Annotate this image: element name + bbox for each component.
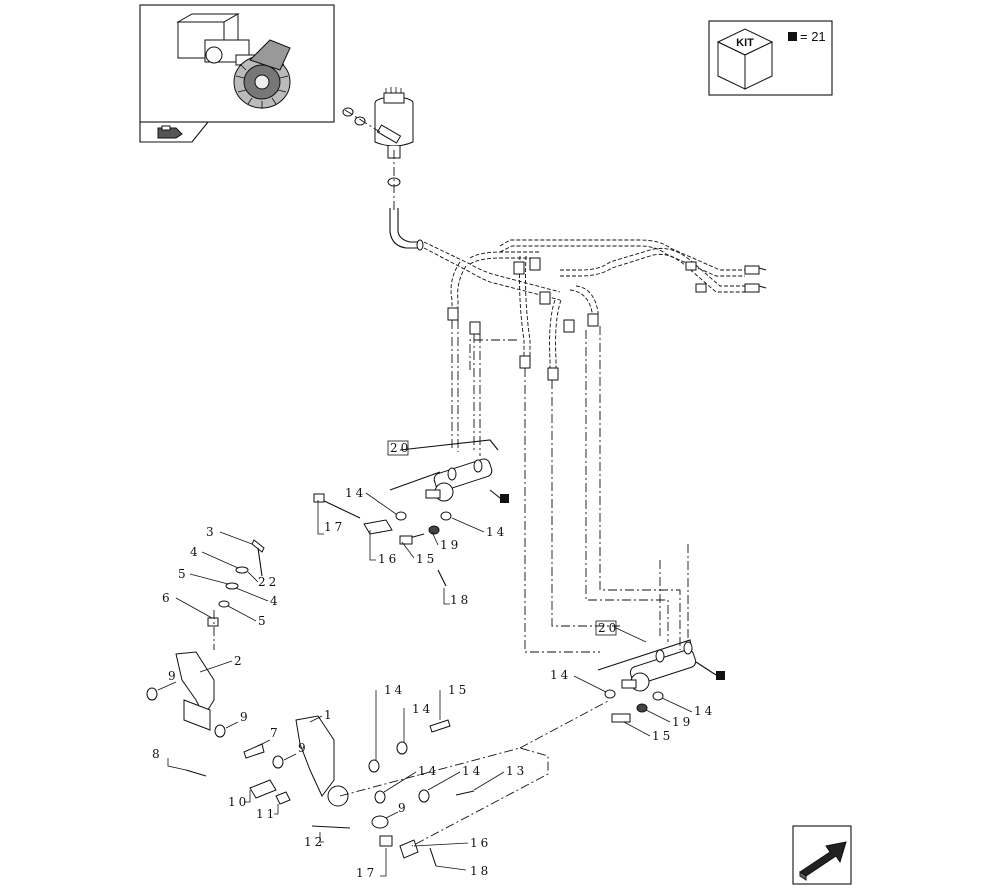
kit-label: KIT [736,37,754,49]
callout-label: 14 [345,486,366,500]
callout-label: 5 [258,614,269,628]
callout-label: 12 [304,835,325,849]
callout-label: 14 [694,704,715,718]
kit-equals-text: = 21 [800,29,826,44]
callout-label: 20 [390,441,411,455]
callout-label: 10 [228,795,249,809]
callout-label: 20 [598,621,619,635]
pedal-assembly [146,539,611,867]
kit-marker-lower [716,671,725,680]
callout-label: 14 [412,702,433,716]
callout-label: 2 [234,654,245,668]
callout-label: 8 [152,747,163,761]
kit-marker-upper [500,494,509,503]
callout-label: 22 [258,575,279,589]
callout-label: 14 [384,683,405,697]
callout-label: 18 [470,864,491,878]
callout-label: 6 [162,591,173,605]
callout-label: 17 [324,520,345,534]
lower-master-cylinder [597,639,725,723]
callout-label: 19 [440,538,461,552]
callout-label: 14 [486,525,507,539]
pointer-hand-icon[interactable] [139,121,210,143]
upper-master-cylinder [313,439,509,587]
callout-label: 3 [206,525,217,539]
callout-label: 14 [462,764,483,778]
callout-label: 11 [256,807,277,821]
thumbnail-panel [139,4,335,123]
kit-legend: KIT = 21 [708,20,833,96]
callout-label: 19 [672,715,693,729]
callout-label: 18 [450,593,471,607]
kit-box-icon [716,28,774,90]
callout-label: 9 [298,741,309,755]
callout-label: 5 [178,567,189,581]
callout-label: 16 [470,836,491,850]
callout-label: 1 [324,708,335,722]
kit-square-icon [788,32,797,41]
callout-label: 14 [550,668,571,682]
callout-label: 14 [418,764,439,778]
next-page-arrow-icon[interactable] [792,825,852,885]
callout-label: 4 [190,545,201,559]
callout-label: 15 [416,552,437,566]
callout-label: 9 [398,801,409,815]
callout-label: 9 [168,669,179,683]
callout-label: 17 [356,866,377,880]
callout-label: 4 [270,594,281,608]
tractor-axle-thumbnail-icon [176,13,291,109]
callout-label: 15 [652,729,673,743]
callout-label: 13 [506,764,527,778]
callout-label: 16 [378,552,399,566]
reservoir-assembly [342,87,767,653]
callout-labels: 20 14 14 19 15 17 16 18 3 4 22 5 4 6 5 2… [152,440,715,880]
callout-label: 15 [448,683,469,697]
callout-label: 7 [270,726,281,740]
callout-label: 9 [240,710,251,724]
